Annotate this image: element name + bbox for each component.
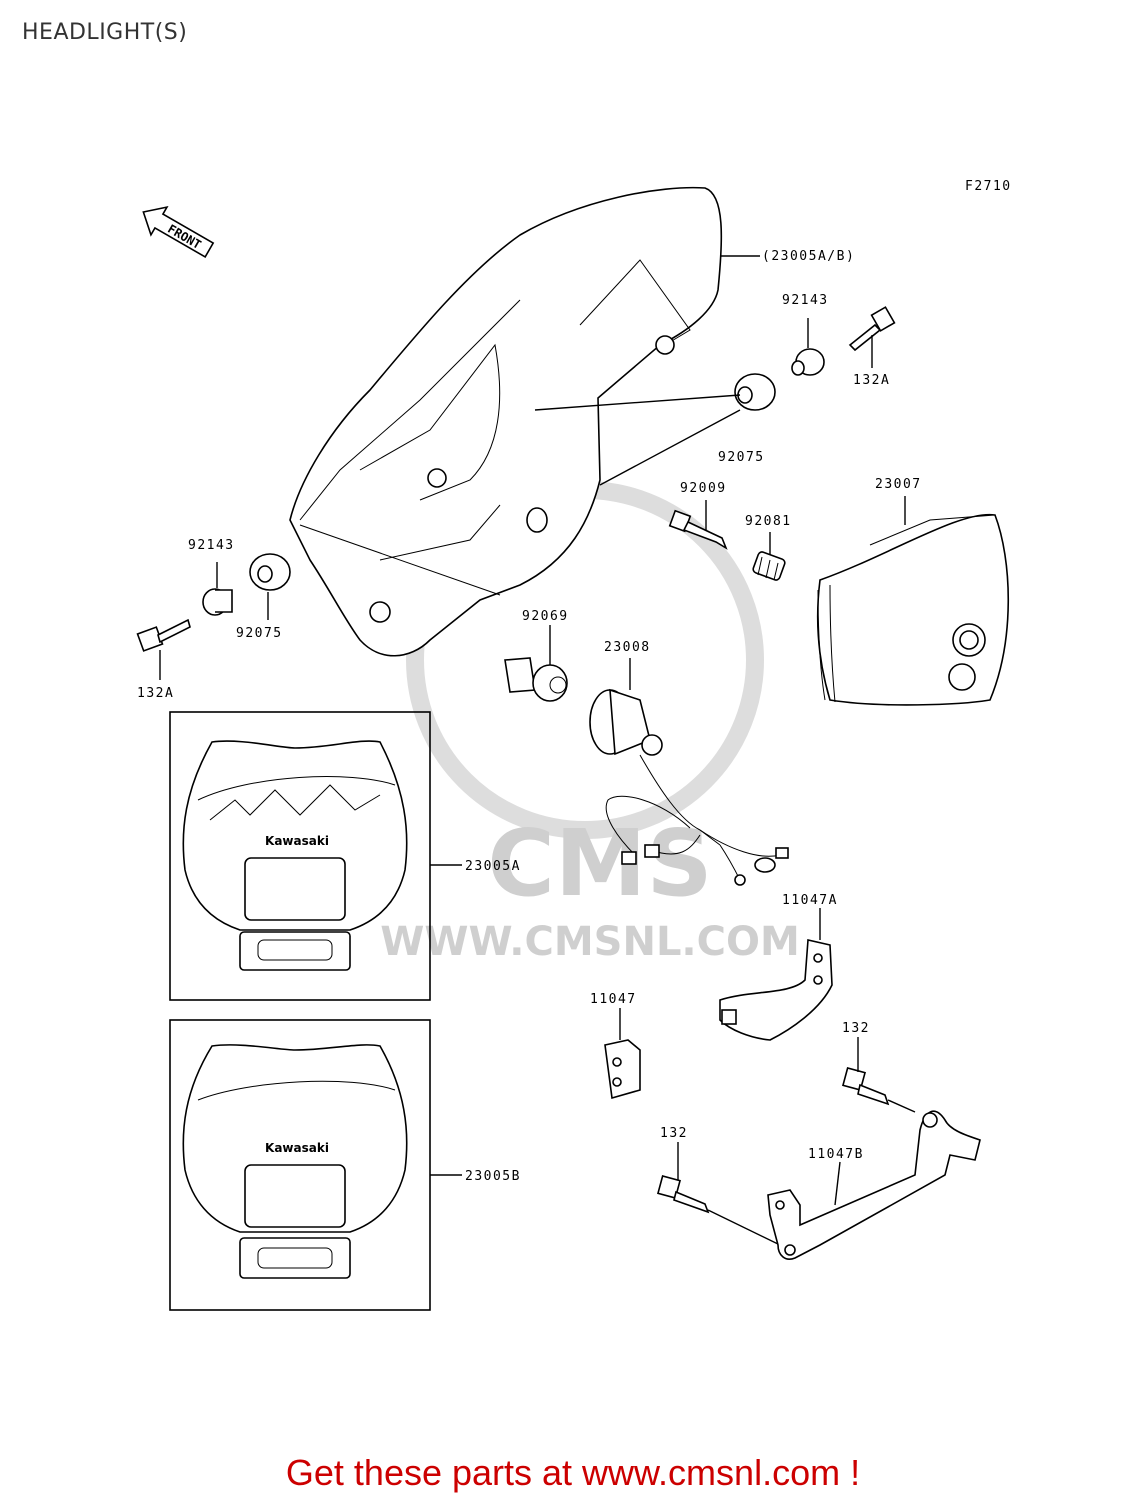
label-bolt-132-right: 132 [842, 1021, 870, 1036]
inset-box-23005b: Kawasaki [169, 1019, 462, 1311]
headlight-cowl-part [289, 186, 723, 657]
label-bolt-132-left: 132 [660, 1126, 688, 1141]
watermark: CMS WWW.CMSNL.COM [380, 481, 800, 965]
bolt-right-part [848, 306, 896, 368]
bracket-part [604, 1008, 641, 1100]
inset-a-brand: Kawasaki [265, 834, 329, 848]
label-grommet-left: 92075 [236, 626, 283, 641]
label-spring: 92081 [745, 514, 792, 529]
label-grommet-collar-right: 92143 [782, 293, 829, 308]
inset-box-23005a: Kawasaki [169, 711, 462, 1001]
grommet-left-part [249, 553, 291, 620]
bolt-132-right-part [841, 1037, 916, 1113]
label-grommet-right: 92075 [718, 450, 765, 465]
headlight-unit-part [816, 496, 1010, 706]
label-bolt-right: 132A [853, 373, 890, 388]
front-arrow-icon: FRONT [142, 206, 215, 259]
bracket-a-part [719, 908, 833, 1041]
label-bracket-a: 11047A [782, 893, 838, 908]
bolt-left-part [136, 618, 191, 680]
label-collar-left: 92143 [188, 538, 235, 553]
collar-right-part [791, 318, 825, 376]
label-socket: 23008 [604, 640, 651, 655]
footer-link[interactable]: Get these parts at www.cmsnl.com ! [285, 1452, 861, 1493]
page-title: HEADLIGHT(S) [22, 20, 188, 45]
bolt-132-left-part [656, 1142, 781, 1246]
socket-part [589, 658, 789, 886]
label-cowl-a: 23005A [465, 859, 521, 874]
label-bulb: 92069 [522, 609, 569, 624]
label-bracket-b: 11047B [808, 1147, 864, 1162]
bracket-b-part [767, 1110, 981, 1260]
inset-b-brand: Kawasaki [265, 1141, 329, 1155]
label-headlight-unit: 23007 [875, 477, 922, 492]
screw-part [668, 500, 728, 550]
grommet-right-part [534, 373, 776, 486]
label-cowl-ab: (23005A/B) [762, 249, 855, 264]
spring-part [752, 532, 786, 581]
collar-left-part [202, 562, 233, 616]
figure-code: F2710 [965, 179, 1012, 194]
watermark-url-text: WWW.CMSNL.COM [380, 919, 800, 965]
label-screw: 92009 [680, 481, 727, 496]
label-cowl-b: 23005B [465, 1169, 521, 1184]
watermark-logo-text: CMS [487, 810, 712, 917]
label-bolt-left: 132A [137, 686, 174, 701]
label-bracket: 11047 [590, 992, 637, 1007]
bulb-part [504, 625, 568, 702]
